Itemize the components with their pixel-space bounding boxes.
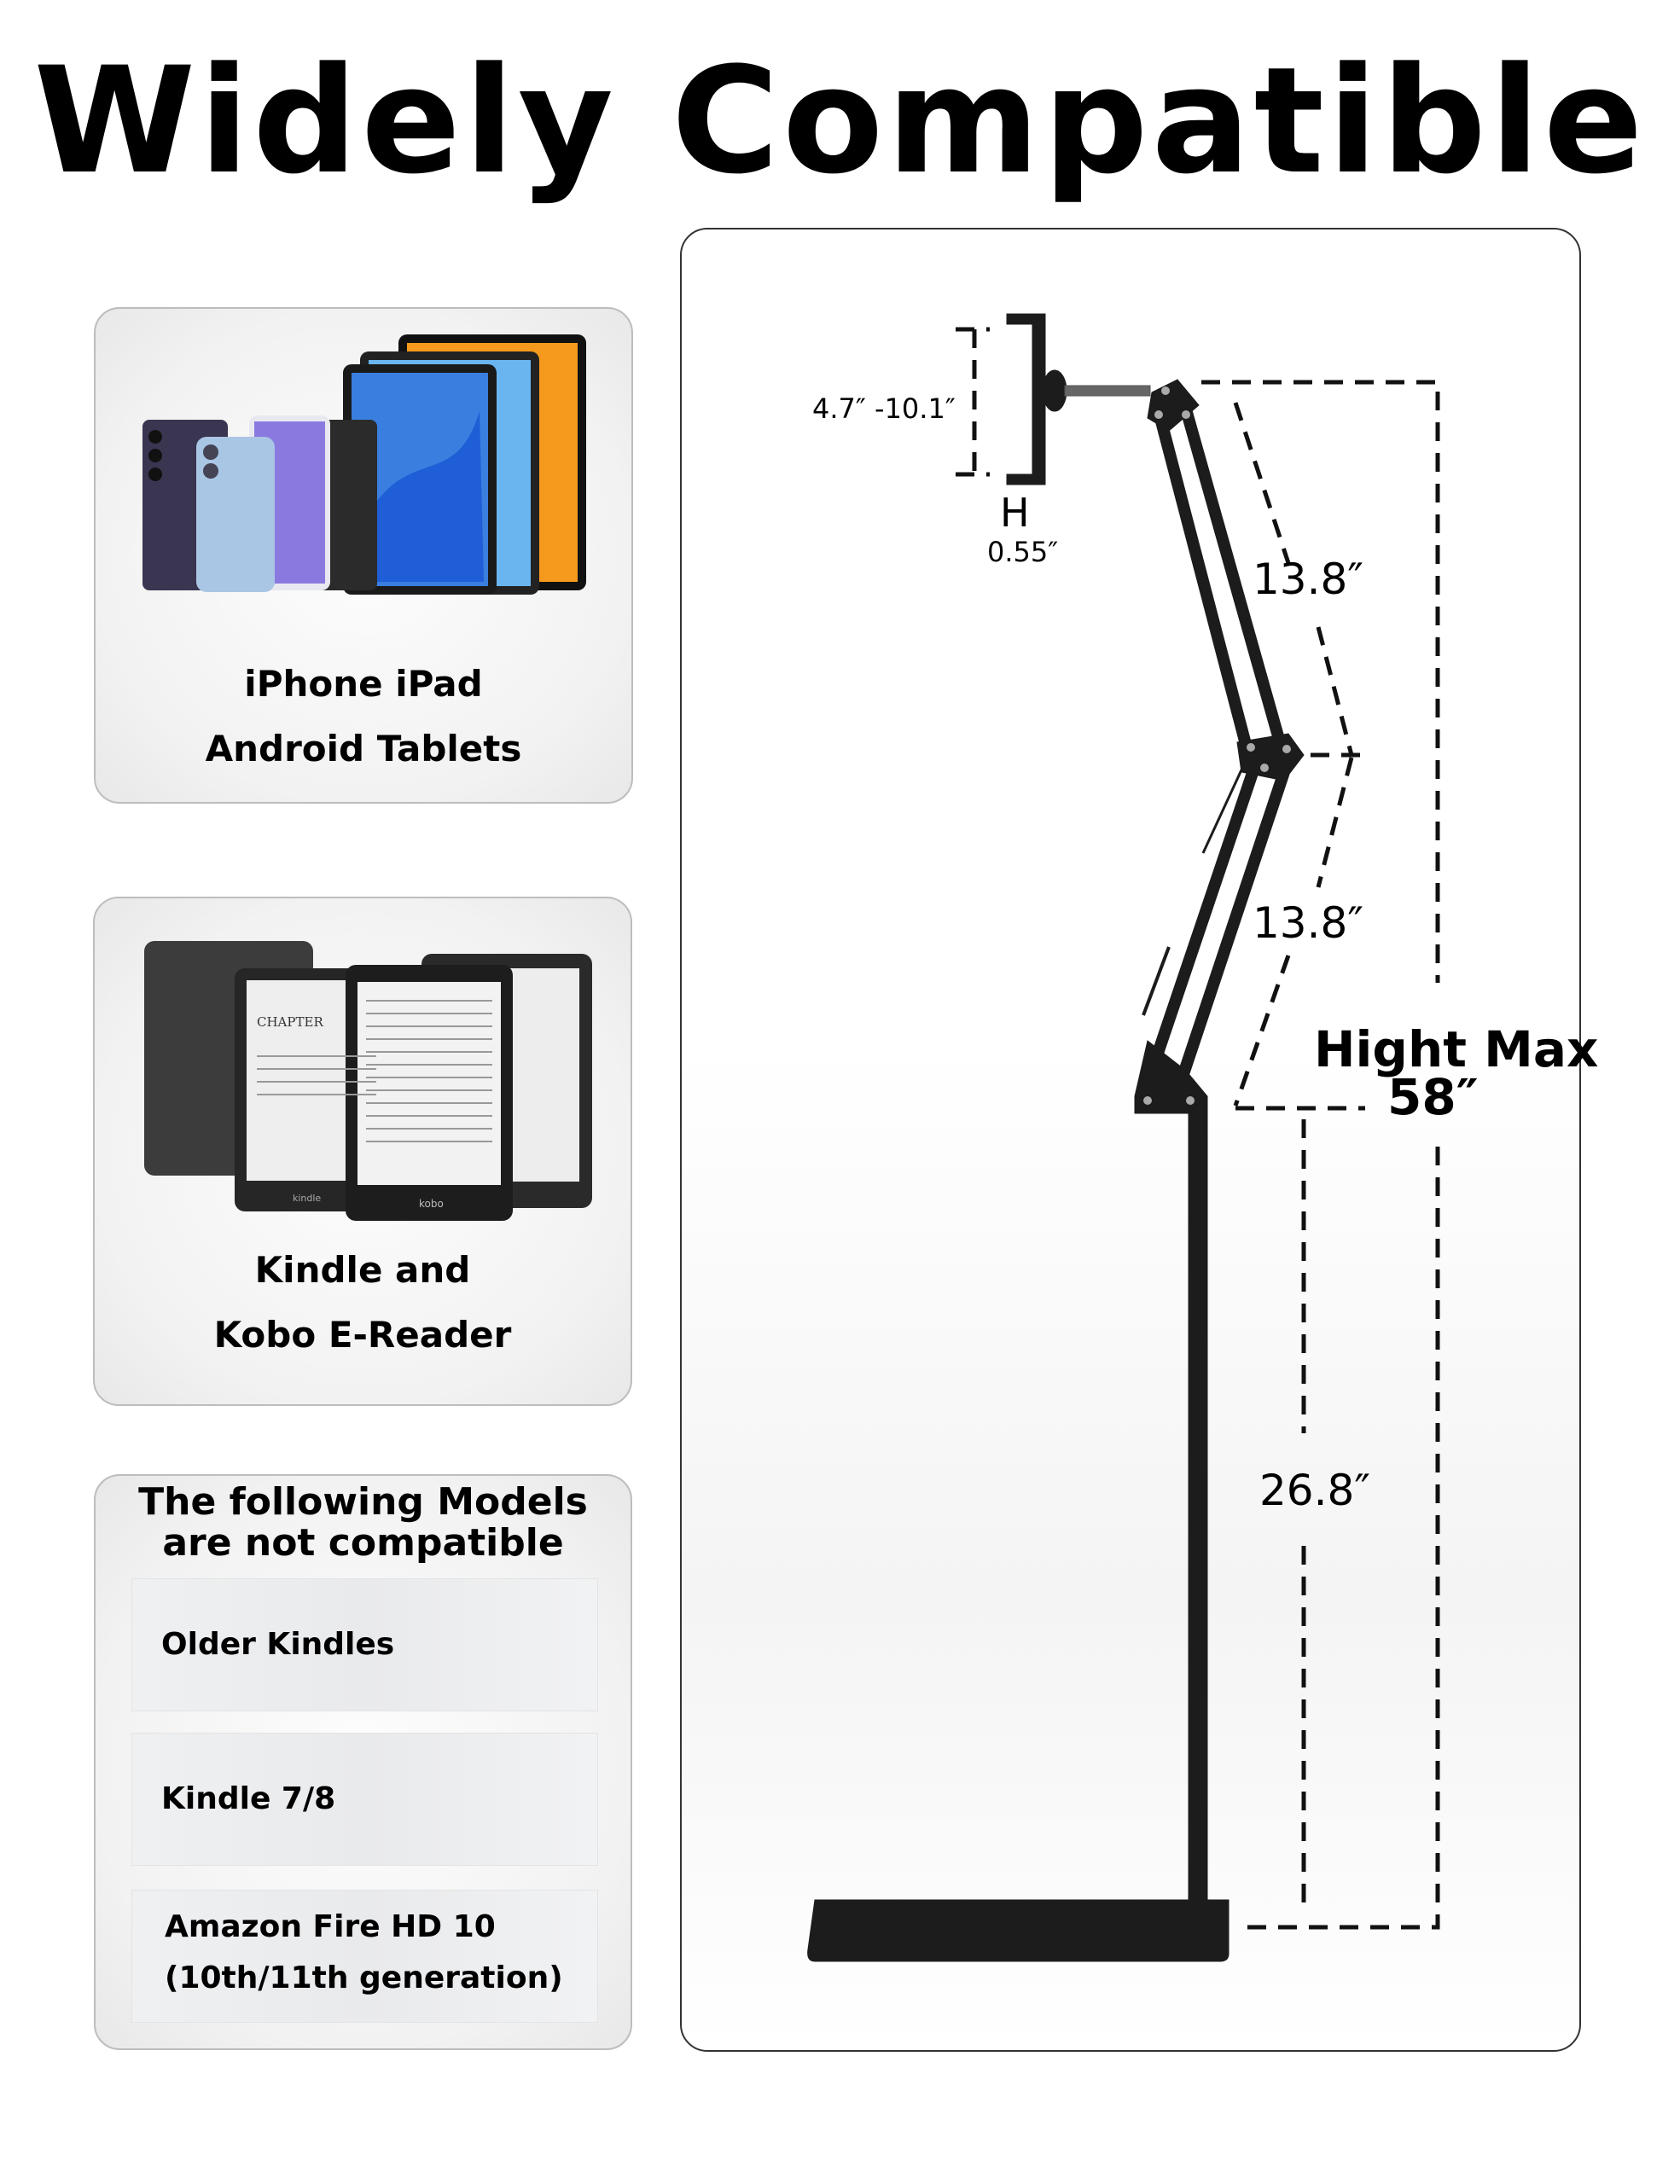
dimension-lines [956, 327, 1440, 1930]
list-item: Older Kindles [131, 1578, 598, 1711]
lower-arm-label: 13.8″ [1253, 898, 1364, 948]
incompatible-card: The following Models are not compatible … [94, 1474, 632, 2050]
phones-tablets-card: iPhone iPad Android Tablets [94, 307, 633, 804]
item-label: (10th/11th generation) [165, 1960, 563, 1995]
clamp-depth-symbol: H [1000, 490, 1030, 536]
incompatible-heading-1: The following Models [138, 1480, 588, 1524]
list-item: Kindle 7/8 [131, 1733, 598, 1866]
ereaders-image: CHAPTER kindle kobo [144, 941, 592, 1221]
card-line-1: iPhone iPad [244, 663, 483, 705]
stand-dimensions-panel [680, 228, 1581, 2052]
item-label: Amazon Fire HD 10 [165, 1909, 496, 1944]
max-height-value: 58″ [1387, 1068, 1479, 1126]
card-line-1: Kindle and [254, 1249, 471, 1291]
ereaders-card: CHAPTER kindle kobo Kindle and Kobo E-Re… [93, 897, 632, 1406]
item-label: Older Kindles [161, 1627, 395, 1662]
max-height-label: Hight Max [1314, 1020, 1599, 1078]
kobo-logo: kobo [419, 1198, 444, 1210]
card-line-2: Android Tablets [205, 728, 522, 770]
chapter-text: CHAPTER [257, 1014, 323, 1030]
incompatible-heading-2: are not compatible [162, 1521, 564, 1565]
card-line-2: Kobo E-Reader [213, 1314, 512, 1356]
page-title: Widely Compatible [33, 35, 1647, 206]
list-item: Amazon Fire HD 10 (10th/11th generation) [131, 1890, 598, 2023]
upper-arm-label: 13.8″ [1253, 555, 1364, 604]
kindle-logo: kindle [293, 1193, 321, 1204]
pole-label: 26.8″ [1259, 1466, 1371, 1515]
phones-tablets-image [142, 334, 586, 595]
clamp-range-label: 4.7″ -10.1″ [812, 392, 956, 425]
clamp-depth-label: 0.55″ [987, 536, 1059, 568]
item-label: Kindle 7/8 [161, 1781, 336, 1816]
